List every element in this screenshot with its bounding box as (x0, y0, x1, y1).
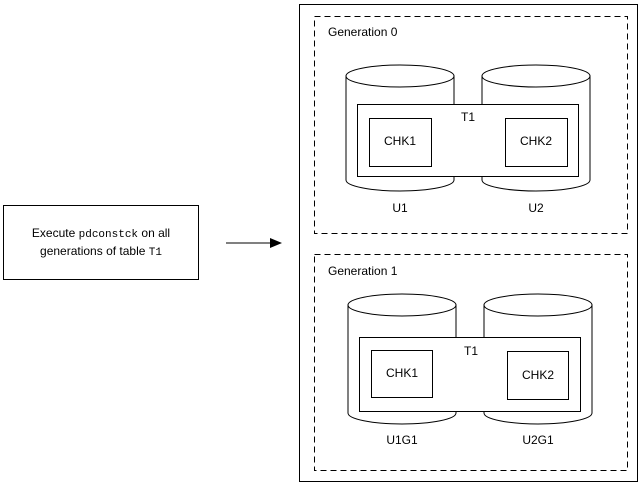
generation-label: Generation 1 (328, 264, 398, 278)
command-text: Execute pdconstck on all generations of … (32, 225, 170, 261)
flow-arrow (226, 238, 282, 248)
generation-group: Generation 1 T1 CHK1 CHK2 U1G1 U2G1 (314, 254, 628, 471)
chunk-box (507, 351, 569, 400)
generations-container (299, 4, 638, 482)
chunk-label: CHK1 (384, 134, 416, 148)
generation-frame (314, 254, 628, 471)
chunk-box (369, 118, 432, 167)
table-label: T1 (464, 344, 478, 358)
chunk-box (371, 350, 433, 398)
chunk-label: CHK2 (520, 134, 552, 148)
unit-label: U1 (392, 201, 408, 215)
unit-label: U2 (528, 201, 544, 215)
unit-label: U1G1 (386, 433, 418, 447)
command-text-prefix: Execute (31, 225, 76, 240)
chunk-box (505, 118, 568, 167)
generation-label: Generation 0 (328, 25, 398, 39)
command-text-line2: generations of table (40, 243, 146, 258)
generation-frame (314, 16, 628, 234)
command-name: pdconstck (78, 228, 139, 241)
command-box: Execute pdconstck on all generations of … (3, 205, 199, 280)
unit-label: U2G1 (522, 433, 554, 447)
table-label: T1 (461, 110, 475, 124)
command-text-suffix: on all (141, 225, 171, 240)
command-table-name: T1 (148, 246, 162, 259)
chunk-label: CHK2 (522, 368, 554, 382)
chunk-label: CHK1 (386, 366, 418, 380)
generation-group: Generation 0 T1 CHK1 CHK2 U1 U2 (314, 16, 628, 234)
